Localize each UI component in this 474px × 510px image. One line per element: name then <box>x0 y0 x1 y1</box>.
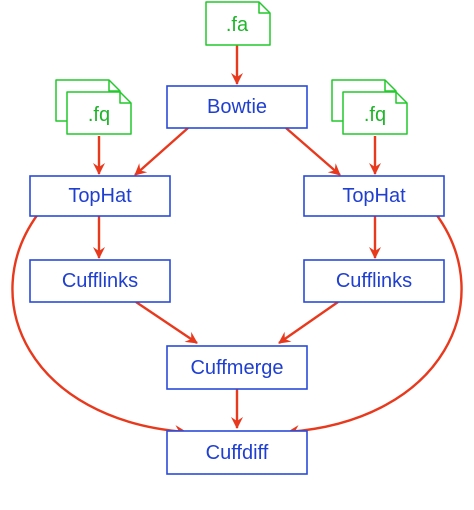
file-fq-right-label: .fq <box>364 104 386 126</box>
node-tophat-right: TopHat <box>303 175 445 217</box>
node-tophat-right-label: TopHat <box>342 185 406 207</box>
edge-bowtie-to-tophat-left <box>134 127 189 176</box>
file-fq-right: .fq <box>331 79 408 135</box>
edge-cufflinks-left-to-cuffmerge <box>135 301 198 344</box>
edges <box>11 45 463 438</box>
node-tophat-left-label: TopHat <box>68 185 132 207</box>
file-fq-left: .fq <box>55 79 132 135</box>
file-stack-icon <box>331 79 408 135</box>
edge-cufflinks-right-to-cuffmerge <box>278 301 339 344</box>
node-cuffdiff-label: Cuffdiff <box>206 442 269 464</box>
edge-bowtie-to-tophat-right <box>285 127 341 176</box>
edge-tophat-left-to-cuffdiff <box>11 213 187 438</box>
file-fa: .fa <box>205 1 271 46</box>
node-bowtie-label: Bowtie <box>207 96 267 118</box>
node-cufflinks-right-label: Cufflinks <box>336 270 412 292</box>
file-fa-label: .fa <box>226 14 249 36</box>
node-cufflinks-left-label: Cufflinks <box>62 270 138 292</box>
node-cuffmerge-label: Cuffmerge <box>190 357 283 379</box>
node-cuffdiff: Cuffdiff <box>166 430 308 475</box>
node-bowtie: Bowtie <box>166 85 308 129</box>
file-icon <box>205 1 271 46</box>
node-tophat-left: TopHat <box>29 175 171 217</box>
edge-tophat-right-to-cuffdiff <box>287 213 463 438</box>
node-cufflinks-right: Cufflinks <box>303 259 445 303</box>
node-cuffmerge: Cuffmerge <box>166 345 308 390</box>
node-cufflinks-left: Cufflinks <box>29 259 171 303</box>
file-stack-icon <box>55 79 132 135</box>
file-fq-left-label: .fq <box>88 104 110 126</box>
